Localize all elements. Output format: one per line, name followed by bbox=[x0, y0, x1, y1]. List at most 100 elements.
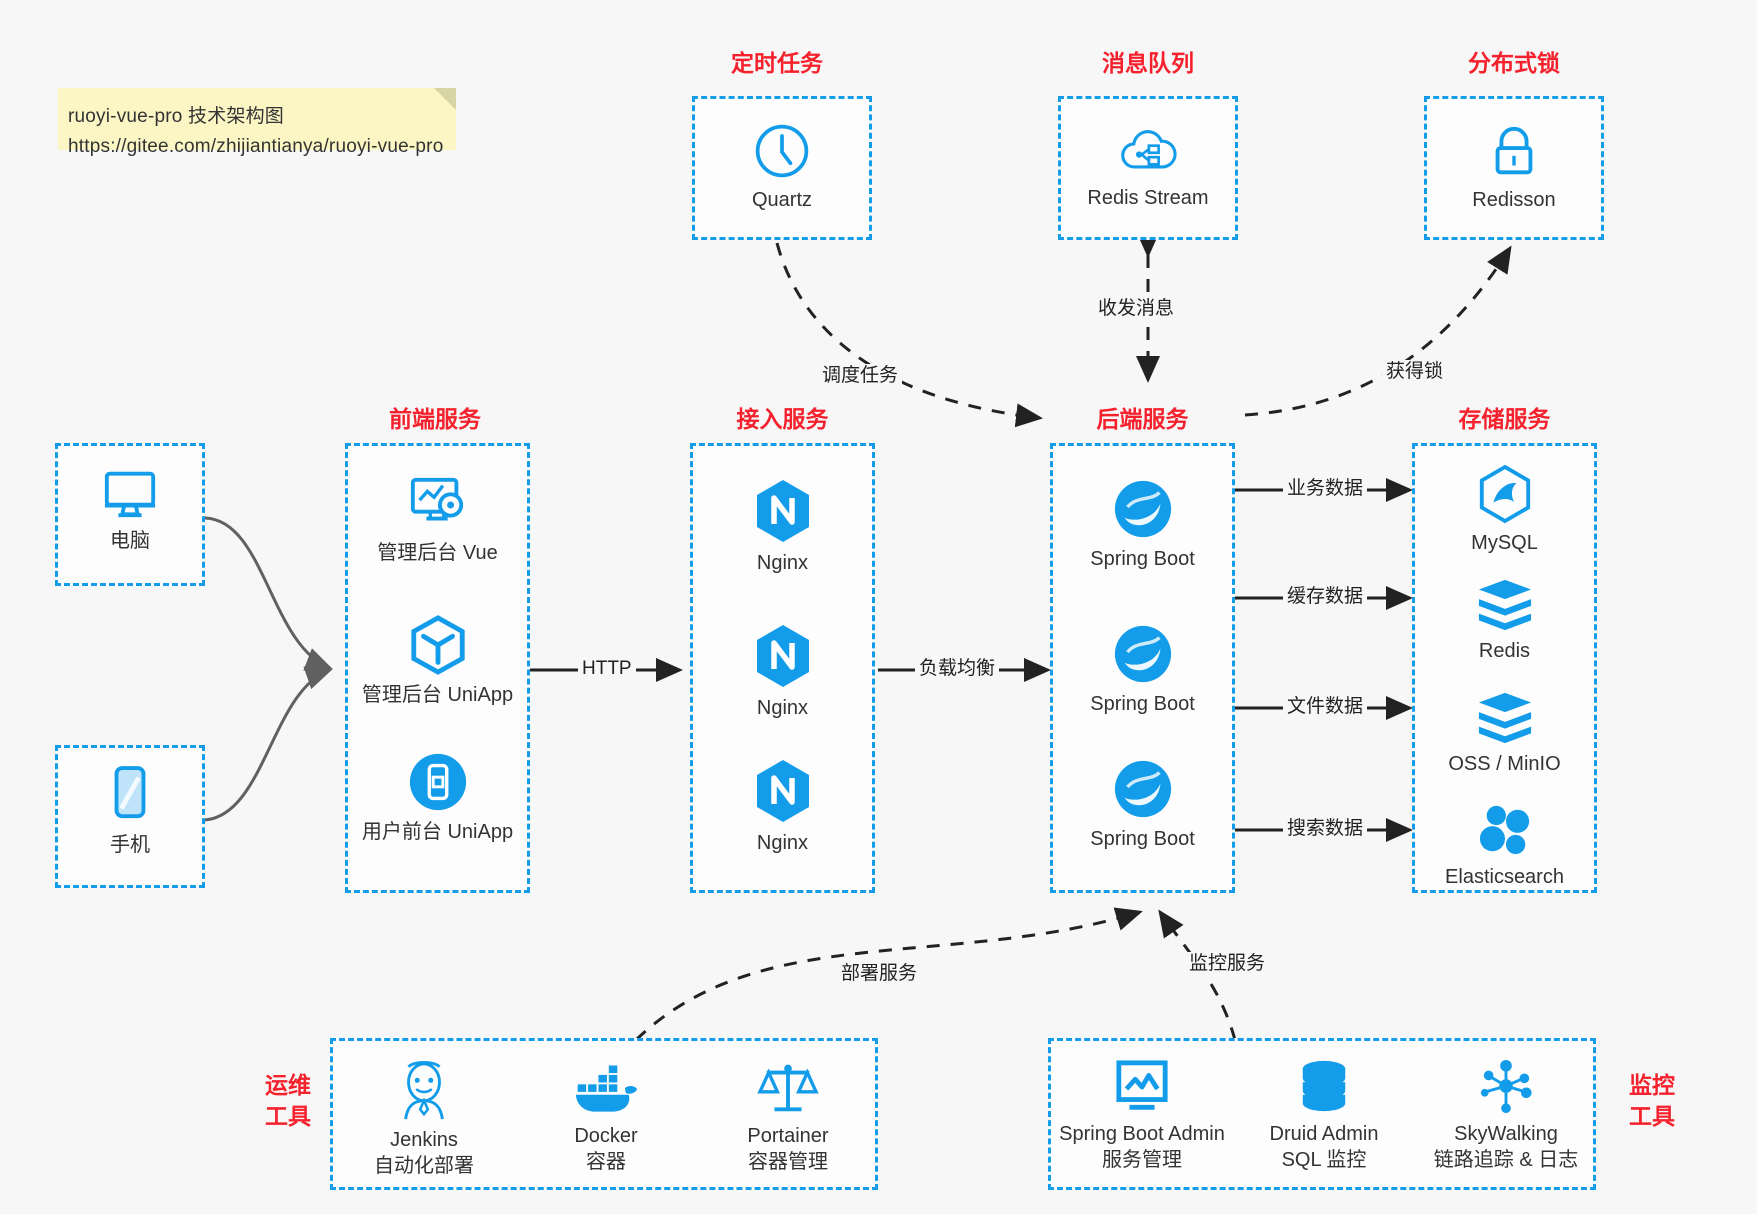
jenkins-icon bbox=[404, 1060, 444, 1120]
node-nginx-3[interactable]: Nginx bbox=[693, 758, 872, 856]
group-gateway: Nginx Nginx Nginx bbox=[690, 443, 875, 893]
node-label: Spring Boot bbox=[1090, 548, 1195, 570]
node-label: Docker bbox=[574, 1125, 638, 1147]
node-label: MySQL bbox=[1471, 532, 1538, 554]
group-client-desktop: 电脑 bbox=[55, 443, 205, 586]
node-jenkins[interactable]: Jenkins 自动化部署 bbox=[333, 1059, 515, 1180]
node-label: Portainer bbox=[747, 1125, 829, 1147]
spring-icon bbox=[1114, 625, 1171, 683]
node-user-uniapp[interactable]: 用户前台 UniApp bbox=[348, 751, 527, 845]
node-mobile[interactable]: 手机 bbox=[58, 764, 202, 858]
node-label: Nginx bbox=[756, 552, 809, 574]
dashboard-gear-icon bbox=[410, 477, 463, 521]
group-distributed-lock: Redisson bbox=[1424, 96, 1604, 240]
group-title-scheduled-task: 定时任务 bbox=[731, 50, 823, 76]
node-desktop[interactable]: 电脑 bbox=[58, 466, 202, 554]
group-title-message-queue: 消息队列 bbox=[1102, 50, 1194, 76]
nginx-icon bbox=[756, 760, 809, 822]
group-title-monitoring-line1: 监控 bbox=[1629, 1072, 1675, 1098]
node-label: Nginx bbox=[756, 697, 809, 719]
cloud-stream-icon bbox=[1121, 130, 1177, 169]
node-redis[interactable]: Redis bbox=[1415, 576, 1594, 664]
edge-label-business-data: 业务数据 bbox=[1283, 477, 1368, 501]
node-label: Nginx bbox=[756, 832, 809, 854]
edge-label-send-receive-message: 收发消息 bbox=[1094, 297, 1179, 321]
node-sublabel: 容器 bbox=[586, 1151, 626, 1173]
group-title-backend: 后端服务 bbox=[1096, 406, 1189, 432]
node-redisson[interactable]: Redisson bbox=[1427, 121, 1601, 213]
mysql-icon bbox=[1479, 464, 1530, 524]
node-sublabel: 服务管理 bbox=[1102, 1149, 1182, 1171]
edge-label-acquire-lock: 获得锁 bbox=[1382, 360, 1448, 384]
nginx-icon bbox=[756, 480, 809, 542]
group-message-queue: Redis Stream bbox=[1058, 96, 1238, 240]
edge-label-http: HTTP bbox=[578, 657, 636, 681]
node-admin-vue[interactable]: 管理后台 Vue bbox=[348, 474, 527, 566]
node-label: 用户前台 UniApp bbox=[361, 821, 514, 843]
node-admin-uniapp[interactable]: 管理后台 UniApp bbox=[348, 614, 527, 708]
node-redis-stream[interactable]: Redis Stream bbox=[1061, 123, 1235, 211]
node-druid-admin[interactable]: Druid Admin SQL 监控 bbox=[1233, 1059, 1415, 1174]
database-icon bbox=[1302, 1060, 1346, 1112]
edge-label-file-data: 文件数据 bbox=[1283, 695, 1368, 719]
node-quartz[interactable]: Quartz bbox=[695, 121, 869, 213]
node-label: Redis bbox=[1478, 640, 1531, 662]
nginx-icon bbox=[756, 625, 809, 687]
scales-icon bbox=[757, 1064, 819, 1112]
edge-label-schedule-task: 调度任务 bbox=[818, 364, 903, 388]
node-label: OSS / MinIO bbox=[1448, 753, 1561, 775]
group-storage: MySQL Redis OSS / MinIO bbox=[1412, 443, 1597, 893]
group-title-devops-line2: 工具 bbox=[265, 1103, 311, 1129]
edge-label-search-data: 搜索数据 bbox=[1283, 817, 1368, 841]
node-elasticsearch[interactable]: Elasticsearch bbox=[1415, 802, 1594, 890]
redis-icon bbox=[1478, 579, 1531, 631]
node-sublabel: SQL 监控 bbox=[1281, 1149, 1367, 1171]
edge-label-deploy-service: 部署服务 bbox=[837, 962, 922, 986]
desktop-icon bbox=[104, 471, 156, 518]
node-skywalking[interactable]: SkyWalking 链路追踪 & 日志 bbox=[1415, 1059, 1597, 1174]
node-nginx-2[interactable]: Nginx bbox=[693, 623, 872, 721]
node-portainer[interactable]: Portainer 容器管理 bbox=[697, 1059, 879, 1176]
group-frontend: 管理后台 Vue 管理后台 UniApp 用户前台 UniApp bbox=[345, 443, 530, 893]
node-label: Quartz bbox=[751, 189, 813, 211]
note-line-2: https://gitee.com/zhijiantianya/ruoyi-vu… bbox=[68, 136, 444, 157]
skywalking-icon bbox=[1480, 1059, 1532, 1114]
node-label: Jenkins bbox=[390, 1129, 458, 1151]
node-label: Spring Boot bbox=[1090, 828, 1195, 850]
node-label: Redis Stream bbox=[1087, 187, 1209, 209]
spring-icon bbox=[1114, 760, 1171, 818]
cube-icon bbox=[410, 615, 465, 675]
clock-icon bbox=[755, 124, 809, 178]
note-line-1: ruoyi-vue-pro 技术架构图 bbox=[68, 106, 285, 127]
node-label: 管理后台 Vue bbox=[377, 542, 498, 564]
node-label: 电脑 bbox=[110, 530, 150, 552]
node-label: SkyWalking bbox=[1454, 1123, 1558, 1145]
group-title-devops-line1: 运维 bbox=[265, 1072, 311, 1098]
lock-icon bbox=[1495, 126, 1533, 175]
node-spring-boot-admin[interactable]: Spring Boot Admin 服务管理 bbox=[1051, 1059, 1233, 1174]
node-label: Spring Boot bbox=[1090, 693, 1195, 715]
node-nginx-1[interactable]: Nginx bbox=[693, 478, 872, 576]
elasticsearch-icon bbox=[1479, 805, 1529, 855]
node-label: Redisson bbox=[1472, 189, 1556, 211]
node-docker[interactable]: Docker 容器 bbox=[515, 1063, 697, 1176]
group-title-monitoring: 监控 工具 bbox=[1620, 1070, 1684, 1132]
group-title-storage: 存储服务 bbox=[1458, 406, 1551, 432]
node-oss-minio[interactable]: OSS / MinIO bbox=[1415, 689, 1594, 777]
docker-icon bbox=[575, 1065, 638, 1112]
node-label: 手机 bbox=[110, 834, 150, 856]
node-spring-boot-1[interactable]: Spring Boot bbox=[1053, 478, 1232, 572]
monitor-chart-icon bbox=[1116, 1060, 1168, 1110]
node-mysql[interactable]: MySQL bbox=[1415, 464, 1594, 556]
group-title-frontend: 前端服务 bbox=[389, 406, 481, 432]
group-title-gateway: 接入服务 bbox=[736, 406, 829, 432]
node-label: 管理后台 UniApp bbox=[361, 684, 514, 706]
node-spring-boot-2[interactable]: Spring Boot bbox=[1053, 623, 1232, 717]
group-backend: Spring Boot Spring Boot Spring Boot bbox=[1050, 443, 1235, 893]
group-scheduled-task: Quartz bbox=[692, 96, 872, 240]
group-client-mobile: 手机 bbox=[55, 745, 205, 888]
mobile-icon bbox=[114, 766, 146, 819]
node-spring-boot-3[interactable]: Spring Boot bbox=[1053, 758, 1232, 852]
diagram-note: ruoyi-vue-pro 技术架构图 https://gitee.com/zh… bbox=[58, 88, 456, 157]
